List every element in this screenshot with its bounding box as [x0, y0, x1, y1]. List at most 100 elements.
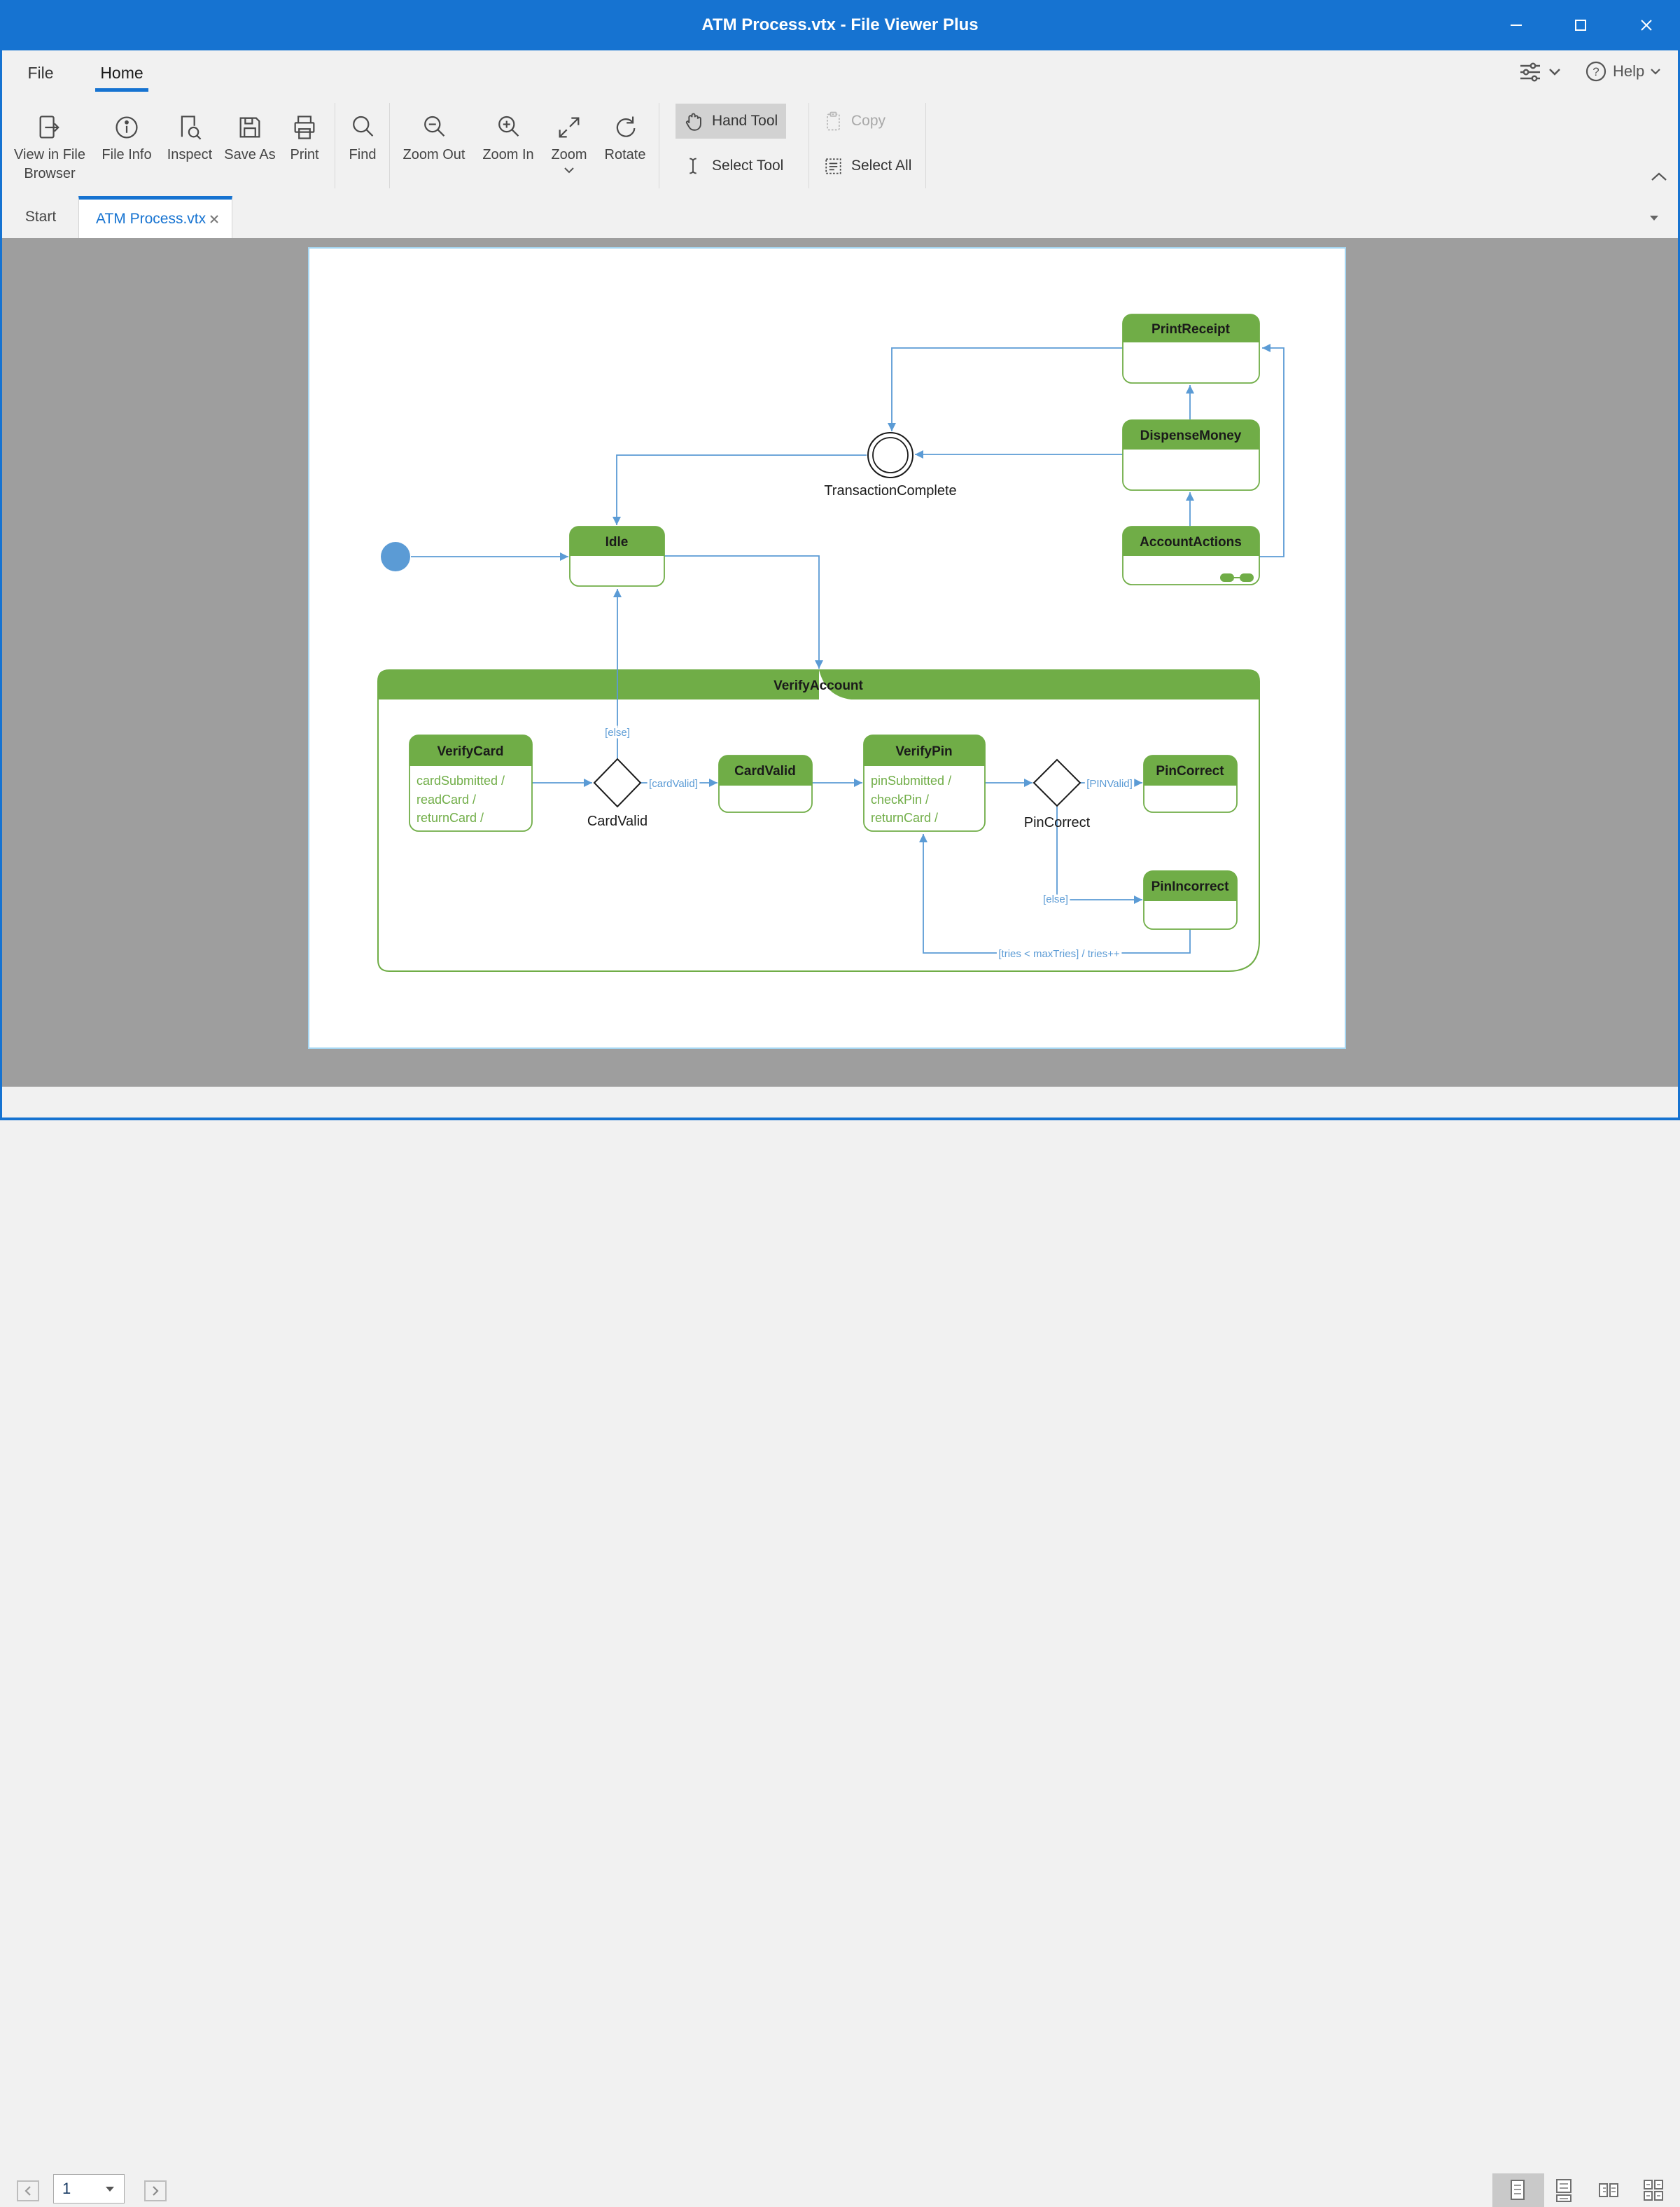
- facing-continuous-icon: [1644, 2180, 1663, 2201]
- facing-continuous-view-button[interactable]: [1641, 2178, 1666, 2203]
- window-border-bottom: [0, 1118, 1680, 1120]
- zoom-in-label: Zoom In: [482, 147, 534, 162]
- caret-down-icon: [106, 2186, 114, 2192]
- state-pin-correct: PinCorrect: [1143, 755, 1238, 813]
- svg-text:readCard /: readCard /: [416, 793, 476, 807]
- copy-button[interactable]: Copy: [819, 104, 917, 139]
- title-bar: ATM Process.vtx - File Viewer Plus: [0, 0, 1680, 50]
- chevron-down-icon: [1651, 68, 1661, 75]
- find-button[interactable]: Find: [340, 98, 385, 195]
- select-tool-label: Select Tool: [712, 158, 784, 174]
- chevron-down-icon: [1549, 69, 1560, 76]
- ribbon: File Home ? Help View in File Browser Fi…: [0, 50, 1680, 197]
- page-number-select[interactable]: 1: [53, 2174, 125, 2203]
- chevron-up-icon: [1651, 172, 1667, 181]
- select-tool-button[interactable]: Select Tool: [676, 148, 786, 183]
- state-print-receipt: PrintReceipt: [1122, 314, 1260, 384]
- svg-text:AccountActions: AccountActions: [1140, 535, 1242, 550]
- menu-file[interactable]: File: [27, 64, 54, 82]
- inspect-icon: [181, 116, 202, 140]
- print-button[interactable]: Print: [281, 98, 328, 195]
- file-info-button[interactable]: File Info: [97, 98, 157, 195]
- tab-list-dropdown[interactable]: [1648, 213, 1660, 225]
- svg-text:Idle: Idle: [606, 535, 629, 550]
- state-card-valid: CardValid: [718, 755, 813, 813]
- document-page[interactable]: VerifyAccount TransactionComplete Idle P…: [308, 247, 1346, 1049]
- caret-down-icon: [1650, 216, 1658, 221]
- initial-state: [381, 542, 410, 571]
- transition-print-complete: [888, 347, 1123, 431]
- zoom-dropdown-button[interactable]: Zoom: [543, 98, 595, 195]
- collapse-ribbon-button[interactable]: [1649, 171, 1669, 187]
- choice-pin-correct: PinCorrect: [1024, 758, 1091, 830]
- state-diagram: VerifyAccount TransactionComplete Idle P…: [377, 314, 1284, 972]
- state-account-actions: AccountActions: [1122, 526, 1260, 585]
- zoom-in-button[interactable]: Zoom In: [476, 98, 540, 195]
- zoom-label: Zoom: [551, 147, 587, 162]
- label-else-card: [else]: [605, 727, 630, 739]
- minimize-icon: [1511, 25, 1522, 26]
- chevron-down-icon: [564, 167, 574, 174]
- rotate-button[interactable]: Rotate: [598, 98, 652, 195]
- help-button[interactable]: ? Help: [1585, 60, 1661, 83]
- label-pin-valid: [PINValid]: [1086, 778, 1133, 790]
- toolbar-divider: [389, 103, 390, 188]
- state-verify-pin: VerifyPin pinSubmitted / checkPin / retu…: [863, 734, 986, 832]
- toolbar-divider: [808, 103, 809, 188]
- svg-text:cardSubmitted /: cardSubmitted /: [416, 774, 505, 788]
- menu-home[interactable]: Home: [100, 64, 144, 82]
- hand-tool-button[interactable]: Hand Tool: [676, 104, 786, 139]
- rotate-icon: [616, 116, 636, 137]
- svg-text:CardValid: CardValid: [734, 764, 796, 779]
- tab-document[interactable]: ATM Process.vtx: [78, 196, 232, 238]
- verify-account-title: VerifyAccount: [774, 678, 863, 693]
- hand-tool-label: Hand Tool: [712, 113, 778, 129]
- help-label: Help: [1613, 62, 1645, 80]
- zoom-in-icon: [498, 116, 519, 137]
- svg-text:VerifyCard: VerifyCard: [437, 744, 503, 759]
- zoom-out-button[interactable]: Zoom Out: [396, 98, 472, 195]
- continuous-pages-icon: [1556, 2179, 1572, 2202]
- save-as-label: Save As: [224, 147, 276, 162]
- single-page-icon: [1511, 2180, 1525, 2200]
- previous-page-button[interactable]: [17, 2180, 39, 2201]
- tab-close-icon[interactable]: [208, 213, 220, 225]
- svg-text:DispenseMoney: DispenseMoney: [1140, 429, 1242, 443]
- minimize-button[interactable]: [1494, 10, 1539, 41]
- inspect-label: Inspect: [167, 147, 213, 162]
- save-as-button[interactable]: Save As: [221, 98, 279, 195]
- facing-pages-icon: [1599, 2183, 1618, 2197]
- continuous-view-button[interactable]: [1551, 2178, 1576, 2203]
- select-all-icon: [825, 158, 841, 174]
- maximize-button[interactable]: [1558, 10, 1603, 41]
- file-info-label: File Info: [102, 147, 152, 162]
- next-page-button[interactable]: [144, 2180, 167, 2201]
- status-bar: 1: [0, 1087, 1680, 2207]
- state-verify-card: VerifyCard cardSubmitted / readCard / re…: [409, 734, 533, 832]
- label-card-valid: [cardValid]: [649, 778, 698, 790]
- tab-document-label: ATM Process.vtx: [96, 210, 206, 227]
- view-in-file-browser-button[interactable]: View in File Browser: [11, 98, 88, 195]
- facing-pages-view-button[interactable]: [1596, 2178, 1621, 2203]
- single-page-view-button[interactable]: [1505, 2178, 1530, 2203]
- sliders-icon: [1520, 62, 1540, 82]
- transition-account-print: [1259, 344, 1284, 557]
- select-all-button[interactable]: Select All: [819, 148, 924, 183]
- inspect-button[interactable]: Inspect: [160, 98, 220, 195]
- help-icon: ?: [1586, 61, 1606, 82]
- transition-retry-verifypin: [919, 834, 1191, 954]
- home-active-underline: [95, 88, 148, 92]
- label-else-pin: [else]: [1043, 893, 1068, 905]
- chevron-right-icon: [153, 2186, 159, 2196]
- close-button[interactable]: [1624, 10, 1669, 41]
- view-in-browser-icon: [39, 116, 59, 139]
- transition-choice-pinincorrect: [1056, 807, 1142, 904]
- close-icon: [1641, 20, 1652, 31]
- chevron-left-icon: [24, 2186, 31, 2196]
- view-settings-button[interactable]: [1518, 60, 1561, 84]
- tab-start[interactable]: Start: [24, 209, 57, 225]
- label-tries: [tries < maxTries] / tries++: [998, 948, 1119, 960]
- hand-icon: [685, 113, 701, 131]
- find-icon: [353, 116, 374, 137]
- submachine-icon: [1220, 573, 1254, 582]
